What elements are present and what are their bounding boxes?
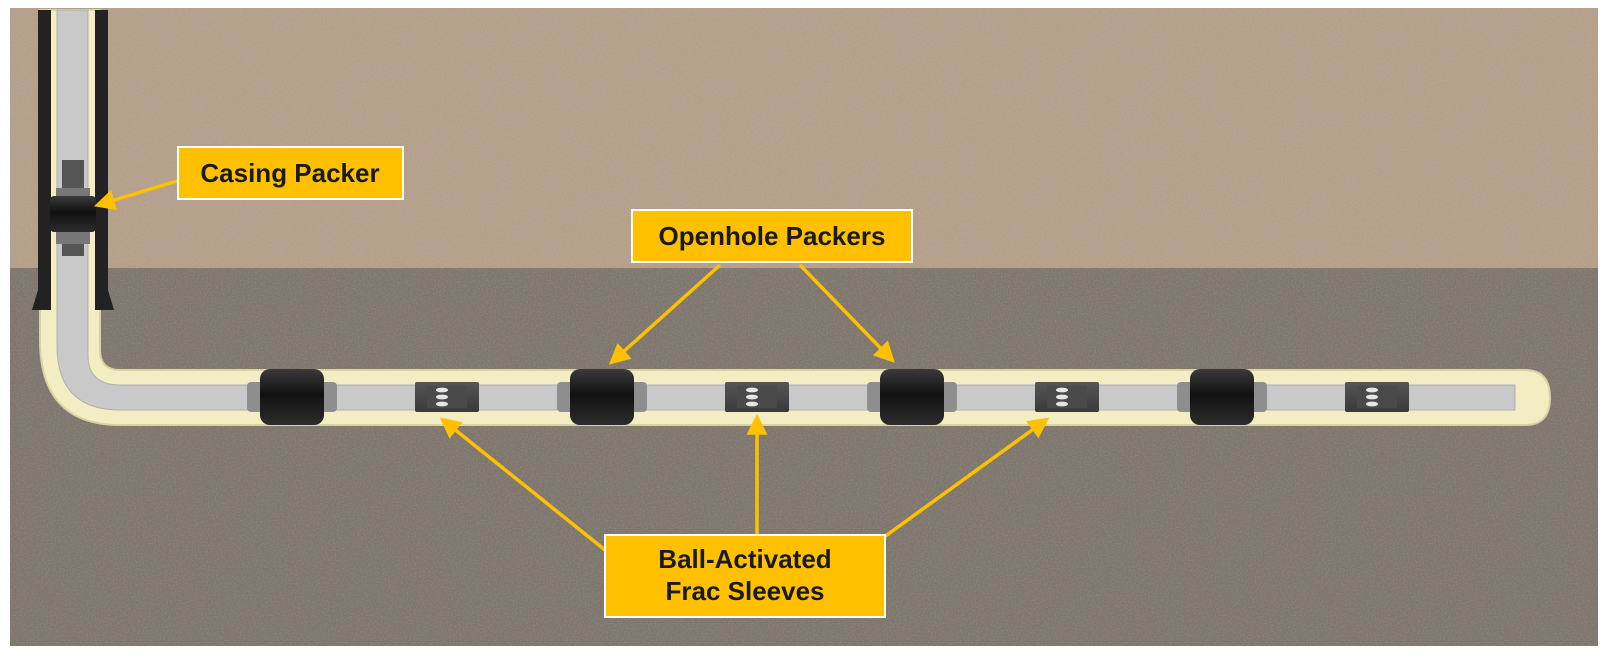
arrow-openhole-packer-3 (798, 263, 895, 364)
callout-casing-packer: Casing Packer (177, 146, 404, 200)
callout-frac-sleeves: Ball-Activated Frac Sleeves (604, 534, 886, 618)
tubing (56, 9, 1516, 411)
openhole-packers-label: Openhole Packers (659, 221, 886, 251)
arrow-casing-packer (93, 178, 181, 211)
frac-sleeve (415, 382, 479, 412)
casing-packer-label: Casing Packer (200, 158, 379, 188)
frac-sleeve (725, 382, 789, 412)
upper-formation (10, 8, 1598, 268)
arrow-frac-sleeve-3 (878, 417, 1050, 542)
frac-sleeve (1035, 382, 1099, 412)
casing-packer (50, 160, 96, 256)
openhole-packers (247, 369, 1267, 425)
openhole-packer (247, 369, 337, 425)
casing (32, 10, 114, 310)
openhole-packer (557, 369, 647, 425)
frac-sleeves-label-line1: Ball-Activated (658, 544, 831, 574)
arrow-openhole-packer-2 (608, 263, 722, 365)
frac-sleeve (1345, 382, 1409, 412)
callout-openhole-packers: Openhole Packers (631, 209, 913, 263)
openhole-packer (1177, 369, 1267, 425)
openhole-packer (867, 369, 957, 425)
callout-arrows (93, 178, 1050, 552)
frac-sleeves-label-line2: Frac Sleeves (665, 576, 824, 606)
frac-sleeves (415, 382, 1409, 412)
arrow-frac-sleeve-1 (439, 417, 607, 552)
lower-formation (10, 268, 1598, 646)
